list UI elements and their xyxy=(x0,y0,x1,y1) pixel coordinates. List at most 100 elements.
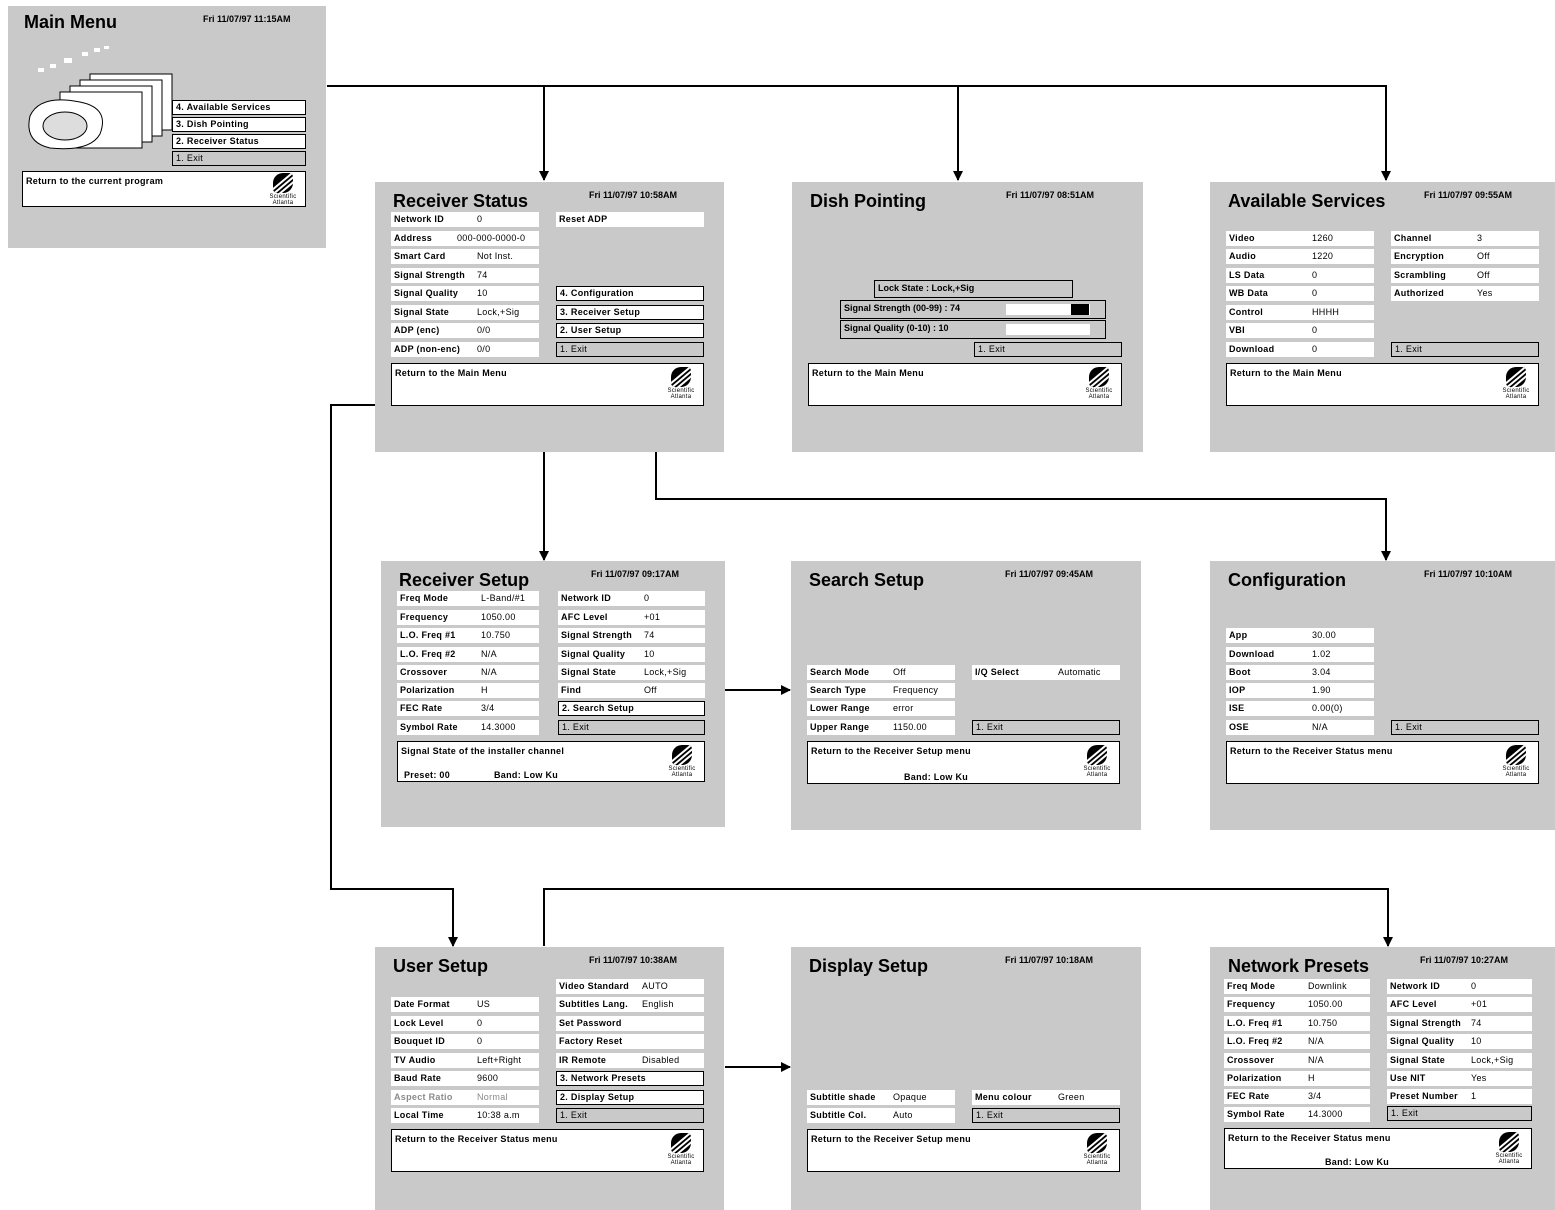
field-subtitles-lang[interactable]: Subtitles Lang.English xyxy=(556,997,704,1012)
menu-item-configuration[interactable]: 4. Configuration xyxy=(556,286,704,301)
menu-item-exit[interactable]: 1. Exit xyxy=(972,1108,1120,1123)
network-presets-panel: Network Presets Fri 11/07/97 10:27AM Fre… xyxy=(1210,947,1555,1210)
field-adp-non-enc: ADP (non-enc)0/0 xyxy=(391,342,539,357)
field-subtitle-col[interactable]: Subtitle Col.Auto xyxy=(807,1108,955,1123)
menu-item-search-setup[interactable]: 2. Search Setup xyxy=(558,701,705,716)
panel-time: Fri 11/07/97 09:45AM xyxy=(1005,569,1094,579)
menu-item-exit[interactable]: 1. Exit xyxy=(558,720,705,735)
signal-strength-bar-track xyxy=(1006,304,1090,315)
preset-label: Preset: 00 xyxy=(404,770,451,780)
menu-item-display-setup[interactable]: 2. Display Setup xyxy=(556,1090,704,1105)
menu-item-exit[interactable]: 1. Exit xyxy=(1391,720,1539,735)
help-text: Return to the Receiver Status menu xyxy=(395,1134,558,1144)
factory-reset-button[interactable]: Factory Reset xyxy=(556,1034,704,1049)
menu-item-exit[interactable]: 1. Exit xyxy=(172,151,306,166)
menu-item-exit[interactable]: 1. Exit xyxy=(1391,342,1539,357)
display-setup-panel: Display Setup Fri 11/07/97 10:18AM Subti… xyxy=(791,947,1141,1210)
connector-status-to-configuration xyxy=(655,452,1391,561)
panel-title: Search Setup xyxy=(809,570,925,590)
help-box: Return to the Receiver Status menu Scien… xyxy=(391,1129,704,1172)
menu-item-exit[interactable]: 1. Exit xyxy=(1387,1106,1532,1121)
menu-item-exit[interactable]: 1. Exit xyxy=(972,720,1120,735)
panel-time: Fri 11/07/97 10:38AM xyxy=(589,955,678,965)
menu-item-exit[interactable]: 1. Exit xyxy=(974,342,1122,357)
panel-title: Receiver Status xyxy=(393,191,529,211)
panel-title: Main Menu xyxy=(24,12,117,32)
connector-status-to-user-setup xyxy=(330,404,458,947)
receiver-status-panel: Receiver Status Fri 11/07/97 10:58AM Net… xyxy=(375,182,724,452)
dish-pointing-panel: Dish Pointing Fri 11/07/97 08:51AM Lock … xyxy=(792,182,1143,452)
menu-item-receiver-setup[interactable]: 3. Receiver Setup xyxy=(556,305,704,320)
available-services-panel: Available Services Fri 11/07/97 09:55AM … xyxy=(1210,182,1555,452)
panel-title: Available Services xyxy=(1228,191,1386,211)
satellite-receiver-illustration-icon xyxy=(28,46,173,150)
receiver-setup-panel: Receiver Setup Fri 11/07/97 09:17AM Freq… xyxy=(381,561,725,827)
menu-item-dish-pointing[interactable]: 3. Dish Pointing xyxy=(172,117,306,132)
panel-time: Fri 11/07/97 10:10AM xyxy=(1424,569,1513,579)
menu-item-receiver-status[interactable]: 2. Receiver Status xyxy=(172,134,306,149)
help-box: Return to the Receiver Setup menu Scient… xyxy=(807,1129,1120,1172)
panel-title: Dish Pointing xyxy=(810,191,926,211)
reset-adp-button[interactable]: Reset ADP xyxy=(556,212,704,227)
signal-quality-meter: Signal Quality (0-10) : 10 xyxy=(840,320,1106,339)
panel-time: Fri 11/07/97 09:17AM xyxy=(591,569,680,579)
help-box: Return to the Receiver Status menu Scien… xyxy=(1226,741,1539,784)
panel-time: Fri 11/07/97 11:15AM xyxy=(203,14,291,24)
connector-user-to-presets xyxy=(543,888,1393,947)
menu-item-available-services[interactable]: 4. Available Services xyxy=(172,100,306,115)
panel-time: Fri 11/07/97 09:55AM xyxy=(1424,190,1513,200)
signal-strength-meter: Signal Strength (00-99) : 74 xyxy=(840,300,1106,319)
help-text: Signal State of the installer channel xyxy=(401,746,565,756)
field-afc-level: AFC Level+01 xyxy=(1387,997,1532,1012)
set-password-button[interactable]: Set Password xyxy=(556,1016,704,1031)
panel-title: Receiver Setup xyxy=(399,570,530,590)
band-label: Band: Low Ku xyxy=(904,772,969,782)
menu-item-exit[interactable]: 1. Exit xyxy=(556,1108,704,1123)
menu-item-network-presets[interactable]: 3. Network Presets xyxy=(556,1071,704,1086)
menu-item-exit[interactable]: 1. Exit xyxy=(556,342,704,357)
panel-time: Fri 11/07/97 10:58AM xyxy=(589,190,678,200)
menu-item-user-setup[interactable]: 2. User Setup xyxy=(556,323,704,338)
